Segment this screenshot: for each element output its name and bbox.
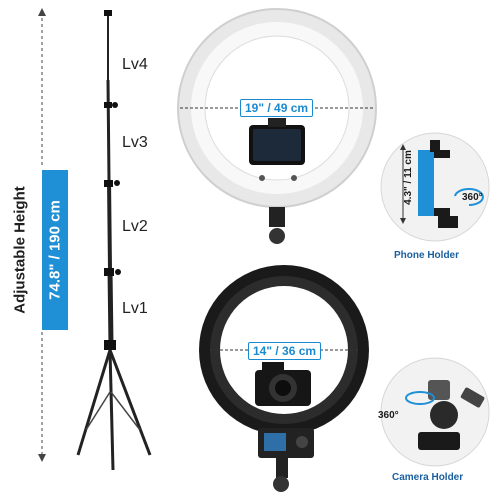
black-ring-light <box>199 265 369 492</box>
level-label-lv1: Lv1 <box>122 300 148 317</box>
white-ring-diameter: 19" / 49 cm <box>240 99 314 117</box>
height-label: Adjustable Height 74.8" / 190 cm <box>0 170 76 330</box>
height-title-wrap: Adjustable Height <box>0 170 40 330</box>
height-value: 74.8" / 190 cm <box>46 200 64 300</box>
phone-holder-detail <box>380 132 490 242</box>
level-label-lv2: Lv2 <box>122 218 148 235</box>
camera-holder-rotation: 360° <box>378 410 399 421</box>
phone-holder-rotation: 360° <box>462 192 483 203</box>
height-value-badge: 74.8" / 190 cm <box>42 170 68 330</box>
camera-holder-detail <box>380 357 490 467</box>
level-label-lv4: Lv4 <box>122 56 148 73</box>
black-ring-diameter: 14" / 36 cm <box>248 342 322 360</box>
white-ring-light <box>177 8 377 244</box>
height-title: Adjustable Height <box>11 186 29 314</box>
height-dimension-line <box>38 8 46 462</box>
light-stand <box>76 10 152 471</box>
phone-holder-caption: Phone Holder <box>394 250 460 261</box>
level-label-lv3: Lv3 <box>122 134 148 151</box>
camera-holder-caption: Camera Holder <box>392 472 464 483</box>
phone-holder-size: 4.3" / 11 cm <box>402 150 414 205</box>
